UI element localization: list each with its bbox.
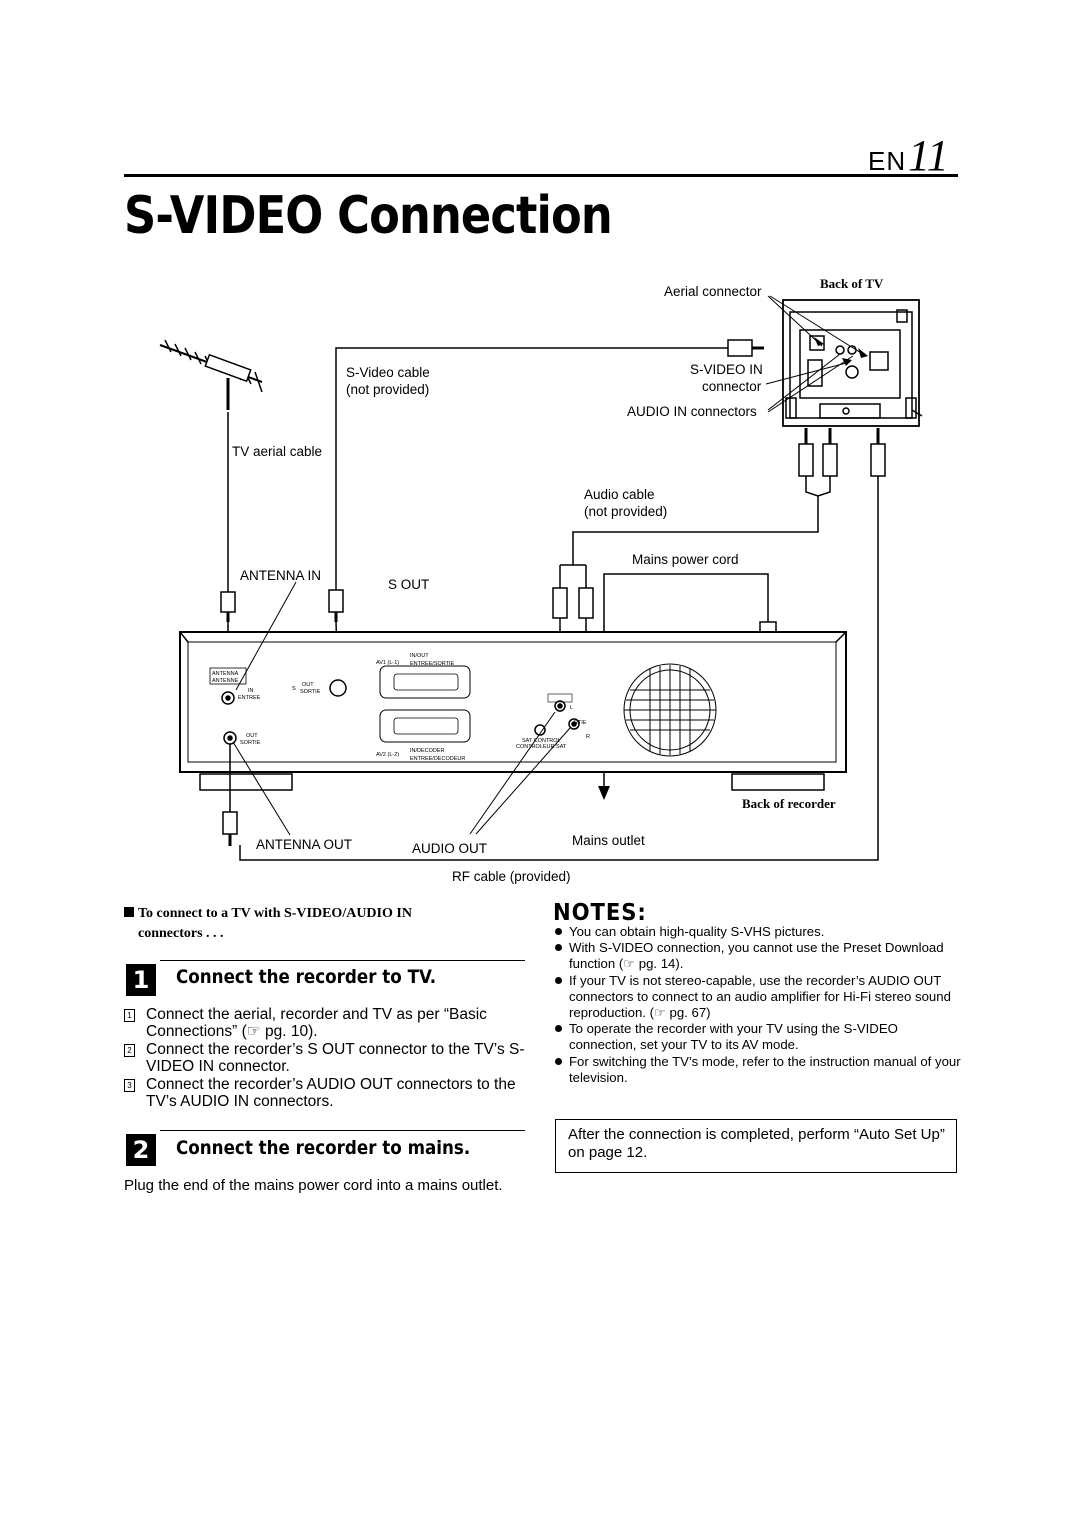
panel-controleur-sat: CONTROLEUR SAT: [516, 744, 567, 750]
panel-s-out: OUT: [302, 682, 314, 688]
step2-text: Plug the end of the mains power cord int…: [124, 1177, 503, 1194]
label-audio-cable: Audio cable: [584, 487, 655, 502]
label-antenna-out: ANTENNA OUT: [256, 837, 352, 852]
svideo-plug-recorder: [328, 589, 344, 622]
note-item: You can obtain high-quality S-VHS pictur…: [555, 924, 965, 940]
label-aerial-connector: Aerial connector: [664, 284, 762, 299]
language-code: EN: [868, 146, 907, 176]
panel-entree-decodeur: ENTREE/DECODEUR: [410, 756, 465, 762]
page-title: S-VIDEO Connection: [124, 186, 613, 246]
label-mains-outlet: Mains outlet: [572, 833, 645, 848]
connection-diagram: Aerial connector Back of TV S-Video cabl…: [159, 276, 923, 884]
note-item: For switching the TV’s mode, refer to th…: [555, 1054, 965, 1086]
step1-list: 1 Connect the aerial, recorder and TV as …: [124, 1006, 534, 1111]
step2-rule: [160, 1130, 525, 1131]
label-back-of-tv: Back of TV: [820, 276, 884, 291]
panel-av1: AV1 (L-1): [376, 660, 399, 666]
bullet-icon: [555, 976, 562, 984]
square-bullet-icon: [124, 907, 134, 917]
bullet-icon: [555, 928, 562, 935]
page-number: 11: [908, 131, 949, 180]
subheading-line-2: connectors . . .: [138, 926, 224, 941]
panel-av2: AV2 (L-2): [376, 752, 399, 758]
panel-s-sortie: SORTIE: [300, 689, 321, 695]
panel-antenne: ANTENNE: [212, 678, 239, 684]
panel-sortie: SORTIE: [240, 740, 261, 746]
step1-item-text: Connect the recorder’s AUDIO OUT connect…: [146, 1076, 516, 1110]
label-svideo-cable: S-Video cable: [346, 365, 430, 380]
step1-item: 1 Connect the aerial, recorder and TV as …: [124, 1006, 534, 1040]
panel-s: S: [292, 686, 296, 692]
notes-heading: NOTES:: [553, 900, 647, 926]
panel-out: OUT: [246, 733, 258, 739]
note-item: With S-VIDEO connection, you cannot use …: [555, 940, 965, 972]
note-text: If your TV is not stereo-capable, use th…: [569, 972, 951, 1021]
notes-list: You can obtain high-quality S-VHS pictur…: [555, 924, 965, 1086]
header-rule: [124, 174, 958, 177]
bullet-icon: [555, 1025, 562, 1033]
step1-item-text: Connect the aerial, recorder and TV as p…: [146, 1006, 487, 1040]
label-audio-out: AUDIO OUT: [412, 841, 487, 856]
note-item: If your TV is not stereo-capable, use th…: [555, 973, 965, 1022]
panel-in: IN: [248, 688, 254, 694]
connection-subheading: To connect to a TV with S-VIDEO/AUDIO IN…: [124, 904, 524, 944]
label-antenna-in: ANTENNA IN: [240, 568, 321, 583]
label-mains-power-cord: Mains power cord: [632, 552, 739, 567]
step1-item-number: 2: [124, 1044, 135, 1057]
step1-rule: [160, 960, 525, 961]
label-tv-aerial-cable: TV aerial cable: [232, 444, 322, 459]
note-text: You can obtain high-quality S-VHS pictur…: [569, 924, 825, 939]
label-audio-cable-note: (not provided): [584, 504, 667, 519]
step1-number: 1: [126, 964, 156, 996]
tv-back: [782, 299, 923, 427]
step2-number: 2: [126, 1134, 156, 1166]
step2-title: Connect the recorder to mains.: [176, 1137, 471, 1159]
step1-item-text: Connect the recorder’s S OUT connector t…: [146, 1041, 525, 1075]
note-text: To operate the recorder with your TV usi…: [569, 1021, 898, 1053]
subheading-line-1: To connect to a TV with S-VIDEO/AUDIO IN: [138, 906, 412, 921]
label-svideo-in-connector: connector: [702, 379, 762, 394]
auto-setup-box: After the connection is completed, perfo…: [555, 1119, 957, 1173]
bullet-icon: [555, 1057, 562, 1065]
panel-r: R: [586, 734, 590, 740]
panel-entree-sortie: ENTREE/SORTIE: [410, 661, 455, 667]
antenna-out-plug: [222, 811, 238, 846]
label-audio-in: AUDIO IN connectors: [627, 404, 757, 419]
recorder-back: [179, 631, 847, 791]
step1-title: Connect the recorder to TV.: [176, 966, 437, 988]
panel-sat-control: SAT CONTROL: [522, 738, 561, 744]
step1-item-number: 1: [124, 1009, 135, 1022]
panel-in-out: IN/OUT: [410, 653, 429, 659]
step1-item: 2 Connect the recorder’s S OUT connector …: [124, 1041, 534, 1075]
panel-in-decoder: IN/DECODER: [410, 748, 445, 754]
note-text: For switching the TV’s mode, refer to th…: [569, 1053, 961, 1085]
label-rf-cable: RF cable (provided): [452, 869, 571, 884]
note-item: To operate the recorder with your TV usi…: [555, 1021, 965, 1053]
panel-rtie: RTIE: [574, 720, 587, 726]
label-back-of-recorder: Back of recorder: [742, 796, 836, 811]
label-svideo-in: S-VIDEO IN: [690, 362, 763, 377]
note-text: With S-VIDEO connection, you cannot use …: [569, 940, 944, 972]
panel-entree: ENTREE: [238, 695, 261, 701]
bullet-icon: [555, 944, 562, 952]
label-svideo-cable-note: (not provided): [346, 382, 429, 397]
rf-plug-tv: [239, 428, 886, 861]
step1-item: 3 Connect the recorder’s AUDIO OUT connec…: [124, 1076, 534, 1110]
label-s-out: S OUT: [388, 577, 429, 592]
panel-l: L: [570, 705, 573, 711]
panel-antenna: ANTENNA: [212, 671, 239, 677]
antenna-in-plug: [220, 591, 236, 622]
svideo-plug-tv: [727, 339, 764, 357]
antenna-icon: [159, 339, 263, 410]
step1-item-number: 3: [124, 1079, 135, 1092]
audio-plugs-tv: [572, 428, 838, 565]
